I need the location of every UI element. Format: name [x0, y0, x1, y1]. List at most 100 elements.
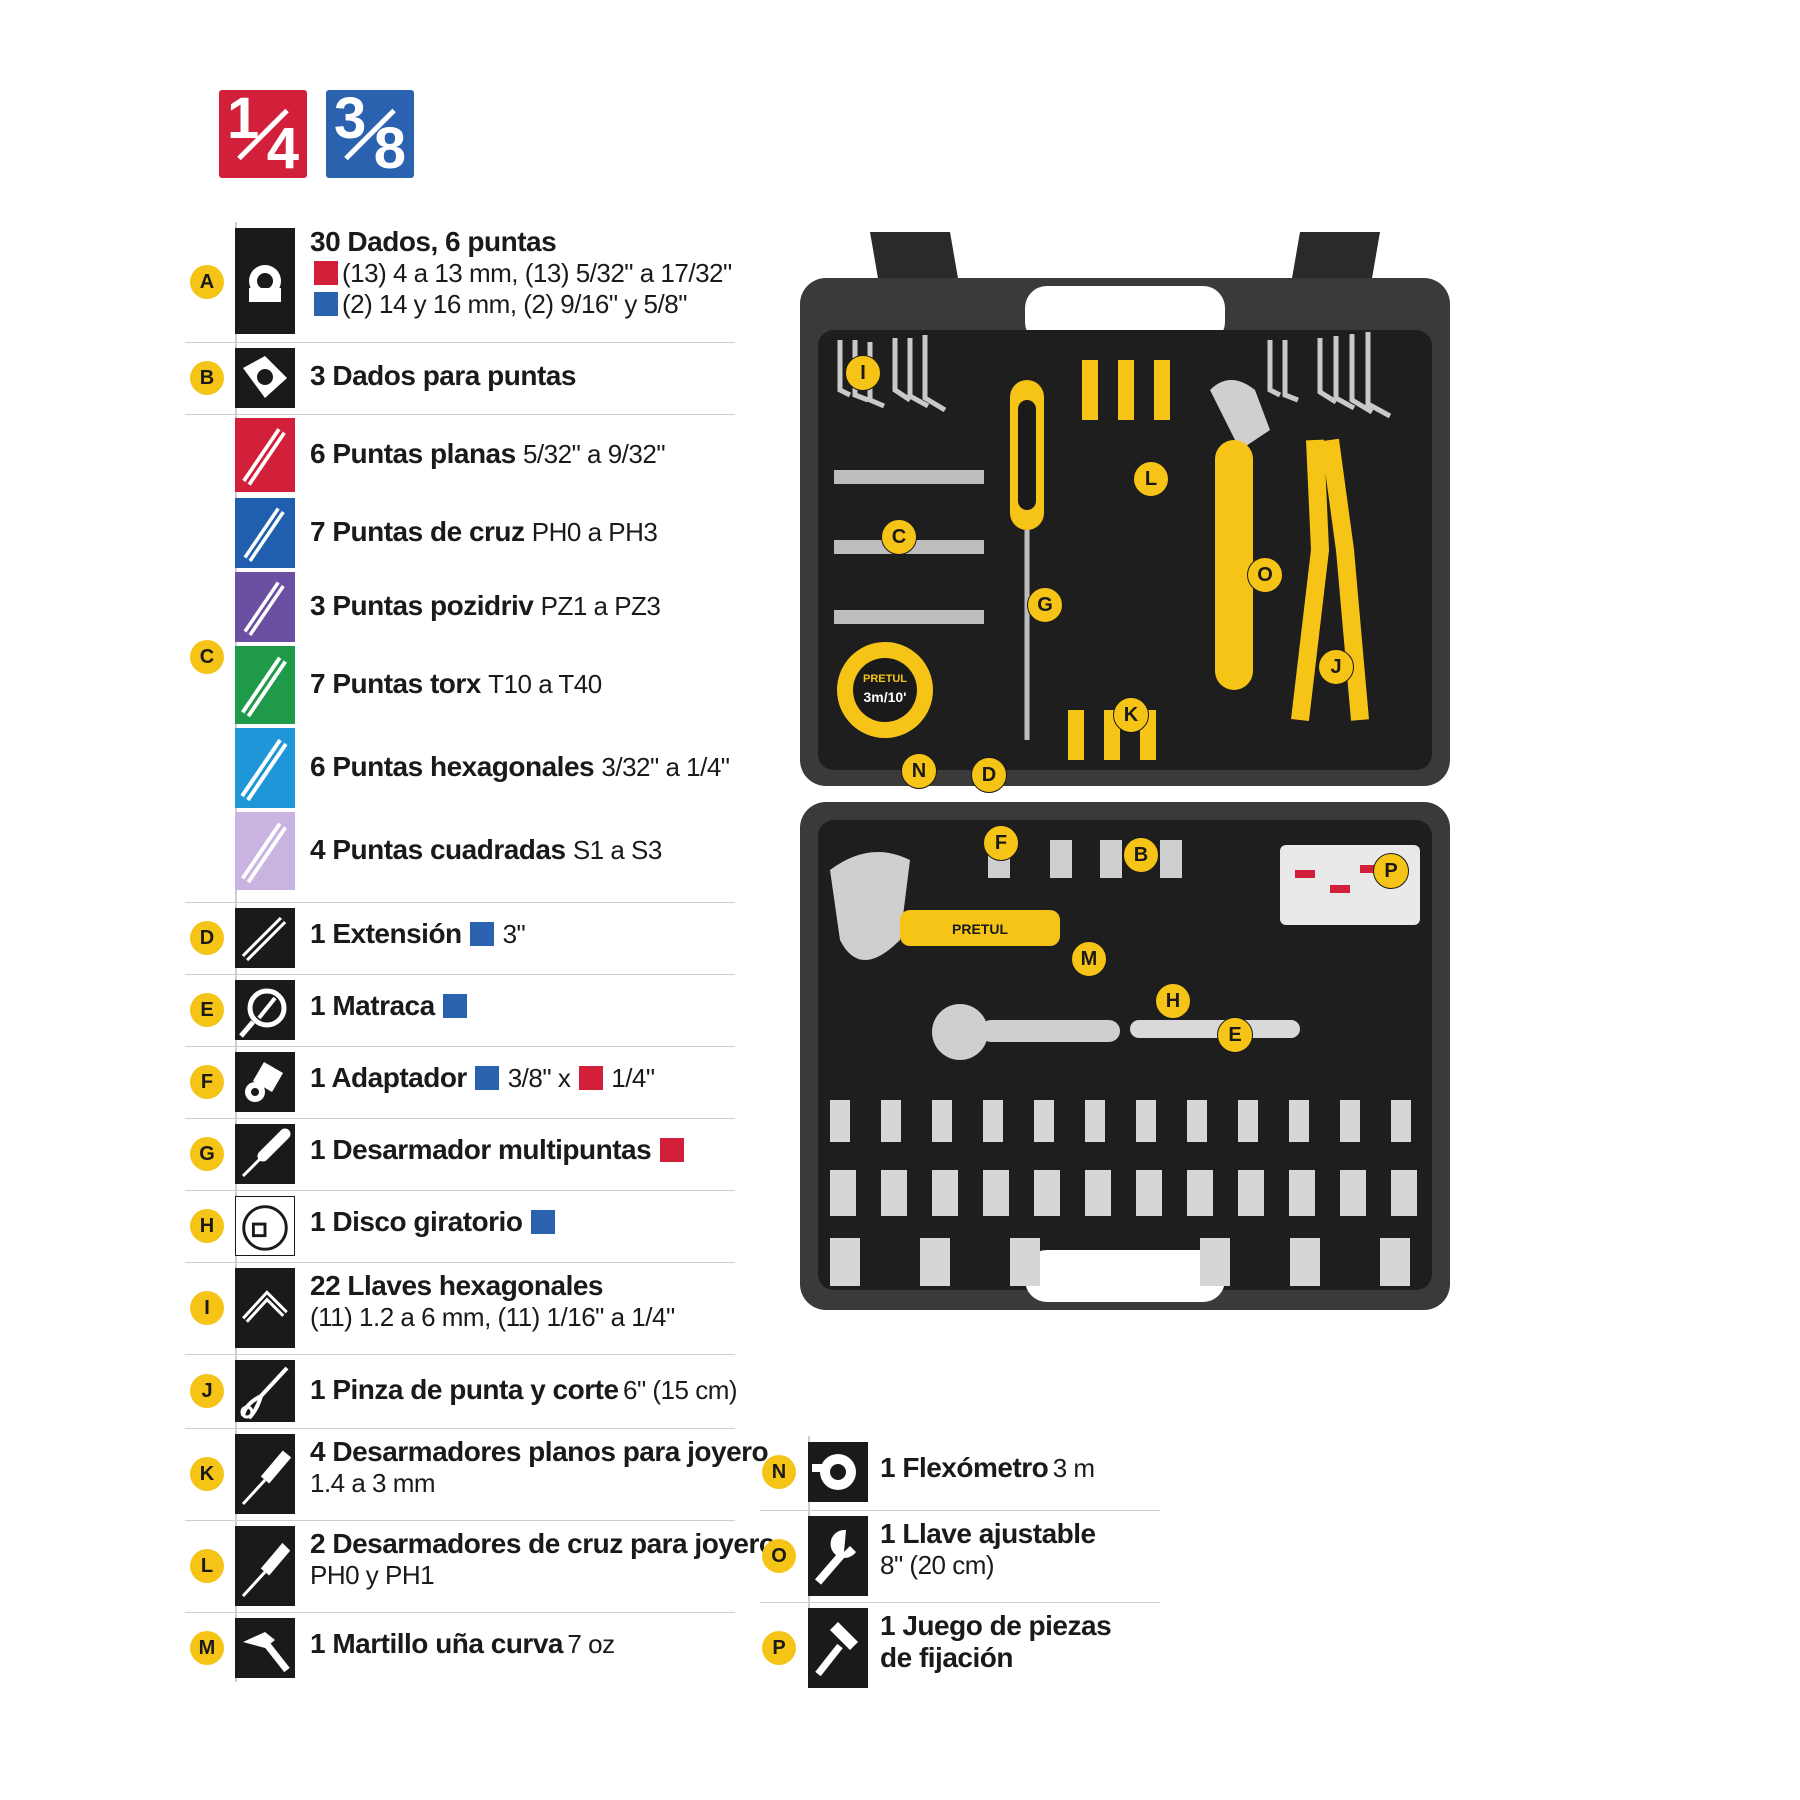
bit-1-title: 6 Puntas planas [310, 438, 523, 469]
item-g-badge: G [190, 1137, 224, 1171]
bit-5-title: 6 Puntas hexagonales [310, 751, 602, 782]
bit-2-text: 7 Puntas de cruz PH0 a PH3 [310, 516, 658, 548]
item-h-badge: H [190, 1209, 224, 1243]
rotating-disc-icon [235, 1196, 295, 1256]
item-i-badge: I [190, 1291, 224, 1325]
red-square-icon [659, 1138, 684, 1162]
item-e-text: 1 Matraca [310, 990, 471, 1022]
socket [1391, 1100, 1411, 1142]
item-l-row [185, 1520, 735, 1613]
item-k-title: 4 Desarmadores planos para joyero [310, 1436, 769, 1467]
item-p-text: 1 Juego de piezas de fijación [880, 1610, 1112, 1674]
case-callout-k: K [1113, 697, 1149, 733]
item-i-text: 22 Llaves hexagonales (11) 1.2 a 6 mm, (… [310, 1270, 675, 1333]
bit-4-text: 7 Puntas torx T10 a T40 [310, 668, 602, 700]
ratchet-icon [235, 980, 295, 1040]
item-k-badge: K [190, 1457, 224, 1491]
socket [1340, 1170, 1366, 1216]
item-m-badge: M [190, 1631, 224, 1665]
drive-1-4-num: 1 [227, 86, 260, 151]
jeweler-flat-screwdriver-icon [235, 1434, 295, 1514]
item-n-title: 1 Flexómetro [880, 1452, 1049, 1483]
socket [1238, 1100, 1258, 1142]
item-d-text: 1 Extensión 3" [310, 918, 526, 950]
item-e-badge: E [190, 993, 224, 1027]
pliers-icon [235, 1360, 295, 1422]
bit-3-title: 3 Puntas pozidriv [310, 590, 541, 621]
socket [1200, 1238, 1230, 1286]
bit-6-title: 4 Puntas cuadradas [310, 834, 573, 865]
item-j-title: 1 Pinza de punta y corte [310, 1374, 619, 1405]
item-n-badge: N [762, 1455, 796, 1489]
socket-icon [235, 228, 295, 334]
bit-4-spec: T10 a T40 [488, 669, 602, 699]
bit-6-spec: S1 a S3 [572, 835, 663, 865]
toolbox-case-illustration: PRETUL 3m/10' PRETUL [800, 232, 1450, 1310]
item-f-text: 1 Adaptador 3/8" x 1/4" [310, 1062, 655, 1094]
case-callout-l: L [1133, 461, 1169, 497]
socket [1085, 1100, 1105, 1142]
socket [1034, 1100, 1054, 1142]
item-f-spec-a: 3/8" x [507, 1063, 571, 1093]
tape-measure-icon [808, 1442, 868, 1502]
item-p-title: 1 Juego de piezas [880, 1610, 1112, 1641]
socket [932, 1170, 958, 1216]
case-callout-c: C [881, 519, 917, 555]
bit-3-text: 3 Puntas pozidriv PZ1 a PZ3 [310, 590, 661, 622]
item-d-spec: 3" [502, 919, 526, 949]
blue-square-icon [314, 292, 338, 316]
item-f-title: 1 Adaptador [310, 1062, 467, 1093]
item-h-text: 1 Disco giratorio [310, 1206, 559, 1238]
item-n-row [760, 1436, 1160, 1511]
socket [1187, 1100, 1207, 1142]
item-p-badge: P [762, 1631, 796, 1665]
hammer-icon [235, 1618, 295, 1678]
socket [1290, 1238, 1320, 1286]
case-callout-j: J [1318, 649, 1354, 685]
item-i-row [185, 1262, 735, 1355]
drive-1-4-den: 4 [266, 116, 299, 181]
item-b-title: 3 Dados para puntas [310, 360, 576, 391]
socket [1289, 1100, 1309, 1142]
bit-5-icon [235, 728, 295, 808]
socket [1340, 1100, 1360, 1142]
blue-square-icon [475, 1066, 500, 1090]
item-n-text: 1 Flexómetro 3 m [880, 1452, 1095, 1484]
item-o-badge: O [762, 1539, 796, 1573]
socket [881, 1100, 901, 1142]
bit-4-icon [235, 646, 295, 724]
socket [1187, 1170, 1213, 1216]
item-i-line1: (11) 1.2 a 6 mm, (11) 1/16" a 1/4" [310, 1302, 675, 1332]
item-h-row [185, 1190, 735, 1263]
item-m-spec: 7 oz [567, 1629, 615, 1659]
fastener-screw-icon [808, 1608, 868, 1688]
case-callout-p: P [1373, 853, 1409, 889]
bit-5-text: 6 Puntas hexagonales 3/32" a 1/4" [310, 751, 730, 783]
case-callout-m: M [1071, 941, 1107, 977]
tape-brand-label: PRETUL [863, 673, 907, 685]
item-o-text: 1 Llave ajustable 8" (20 cm) [880, 1518, 1096, 1581]
socket [881, 1170, 907, 1216]
socket [983, 1170, 1009, 1216]
item-a-line1: (13) 4 a 13 mm, (13) 5/32" a 17/32" [342, 258, 732, 288]
red-square-icon [314, 261, 338, 285]
bit-3-spec: PZ1 a PZ3 [540, 591, 661, 621]
blue-square-icon [470, 922, 495, 946]
socket [1085, 1170, 1111, 1216]
socket [920, 1238, 950, 1286]
bit-3-icon [235, 572, 295, 642]
socket [1289, 1170, 1315, 1216]
socket [1136, 1100, 1156, 1142]
case-callout-e: E [1217, 1017, 1253, 1053]
case-callout-i: I [845, 355, 881, 391]
item-h-title: 1 Disco giratorio [310, 1206, 523, 1237]
item-d-title: 1 Extensión [310, 918, 462, 949]
bit-2-spec: PH0 a PH3 [531, 517, 658, 547]
item-b-row [185, 342, 735, 415]
bit-2-title: 7 Puntas de cruz [310, 516, 532, 547]
bit-6-icon [235, 812, 295, 890]
bit-2-icon [235, 498, 295, 568]
drive-3-8-den: 8 [373, 116, 406, 181]
item-k-row [185, 1428, 735, 1521]
item-c-row [185, 414, 735, 903]
